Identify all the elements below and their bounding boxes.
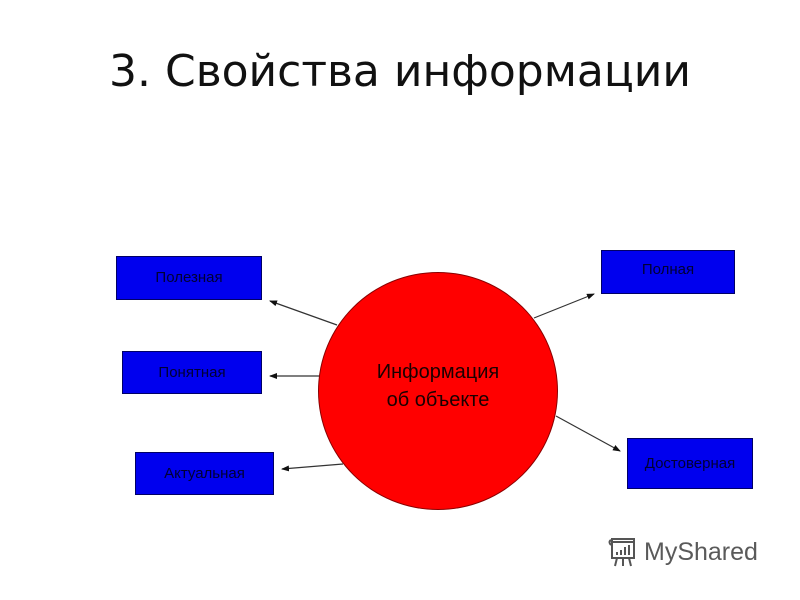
- slide-title: 3. Свойства информации: [109, 46, 691, 97]
- arrow-to-complete: [533, 293, 595, 319]
- property-label: Актуальная: [164, 465, 245, 482]
- watermark-text: MyShared: [644, 537, 758, 566]
- property-box-reliable: Достоверная: [627, 438, 753, 489]
- watermark-logo: MyShared: [606, 536, 758, 568]
- presentation-board-icon: [608, 538, 635, 567]
- property-label: Полезная: [155, 269, 223, 286]
- center-node-information: Информация об объекте: [318, 272, 558, 510]
- property-label: Полная: [641, 261, 695, 278]
- property-box-understandable: Понятная: [122, 351, 262, 394]
- arrow-to-reliable: [555, 415, 621, 452]
- arrow-to-relevant: [281, 463, 344, 472]
- property-label: Достоверная: [644, 455, 736, 472]
- center-label-line1: Информация: [376, 361, 500, 383]
- center-label-line2: об объекте: [386, 389, 490, 411]
- property-label: Понятная: [158, 364, 226, 381]
- arrow-to-useful: [269, 300, 338, 326]
- property-box-relevant: Актуальная: [135, 452, 274, 495]
- property-box-complete: Полная: [601, 250, 735, 294]
- property-box-useful: Полезная: [116, 256, 262, 300]
